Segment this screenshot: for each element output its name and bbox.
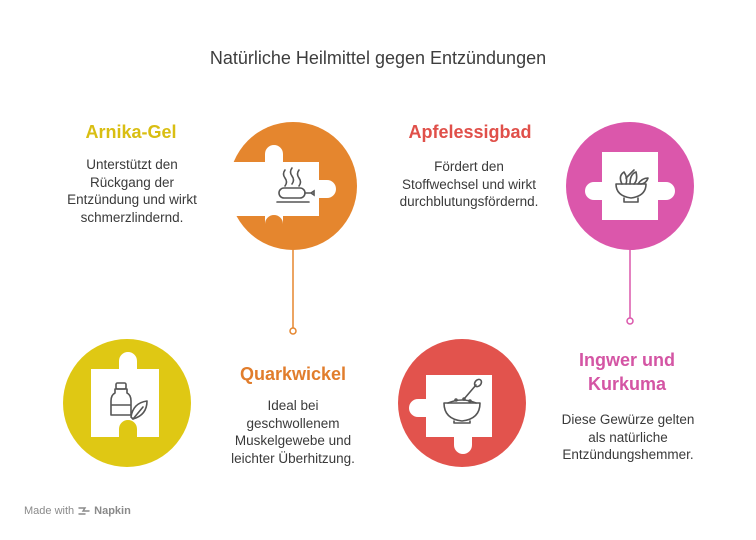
desc-line: durchblutungsfördernd.	[399, 194, 539, 209]
desc-line: Entzündung und wirkt	[67, 192, 197, 207]
page-title: Natürliche Heilmittel gegen Entzündungen	[209, 48, 547, 68]
item-title-ingwer-kurkuma: Ingwer und Kurkuma	[552, 348, 702, 396]
item-desc-arnika: Unterstützt den Rückgang der Entzündung …	[44, 156, 220, 226]
desc-line: Entzündungshemmer.	[562, 447, 694, 462]
desc-line: Diese Gewürze gelten	[561, 412, 695, 427]
puzzle-circle-pink	[566, 122, 694, 250]
item-desc-ingwer-kurkuma: Diese Gewürze gelten als natürliche Entz…	[540, 411, 716, 464]
desc-line: Muskelgewebe und	[234, 433, 352, 448]
puzzle-circle-orange	[229, 122, 357, 250]
herb-bowl-icon	[615, 169, 649, 203]
desc-line: als natürliche	[588, 429, 668, 445]
desc-line: Rückgang der	[89, 174, 175, 190]
bowl-spoon-icon	[443, 378, 483, 424]
napkin-logo-icon	[78, 507, 90, 515]
desc-line: Unterstützt den	[86, 157, 178, 172]
footer-credit[interactable]: Made with Napkin	[24, 505, 131, 517]
puzzle-circle-red	[398, 339, 526, 467]
connector-dot-orange	[289, 327, 297, 335]
title-line: Ingwer und	[579, 350, 675, 370]
desc-line: Fördert den	[434, 159, 504, 174]
desc-line: Ideal bei	[267, 398, 319, 413]
title-line: Kurkuma	[587, 374, 667, 394]
item-title-arnika: Arnika-Gel	[85, 122, 177, 142]
footer-made-with: Made with	[24, 505, 75, 517]
spice-jar-leaf-icon	[110, 382, 148, 420]
desc-line: leichter Überhitzung.	[231, 450, 355, 466]
desc-line: Stoffwechsel und wirkt	[401, 176, 537, 192]
item-desc-quarkwickel: Ideal bei geschwollenem Muskelgewebe und…	[204, 397, 382, 467]
desc-line: geschwollenem	[246, 415, 340, 431]
desc-line: schmerzlindernd.	[80, 209, 184, 225]
puzzle-piece-shape	[585, 152, 675, 220]
ointment-tube-icon	[276, 167, 315, 203]
item-title-apfelessigbad: Apfelessigbad	[408, 122, 532, 142]
puzzle-piece-shape	[229, 145, 336, 224]
connector-dot-pink	[626, 317, 634, 325]
footer-brand: Napkin	[94, 505, 131, 517]
item-title-quarkwickel: Quarkwickel	[239, 364, 347, 384]
puzzle-piece-shape	[91, 352, 159, 437]
item-desc-apfelessigbad: Fördert den Stoffwechsel und wirkt durch…	[372, 158, 566, 211]
puzzle-piece-shape	[409, 375, 492, 454]
puzzle-circle-yellow	[63, 339, 191, 467]
